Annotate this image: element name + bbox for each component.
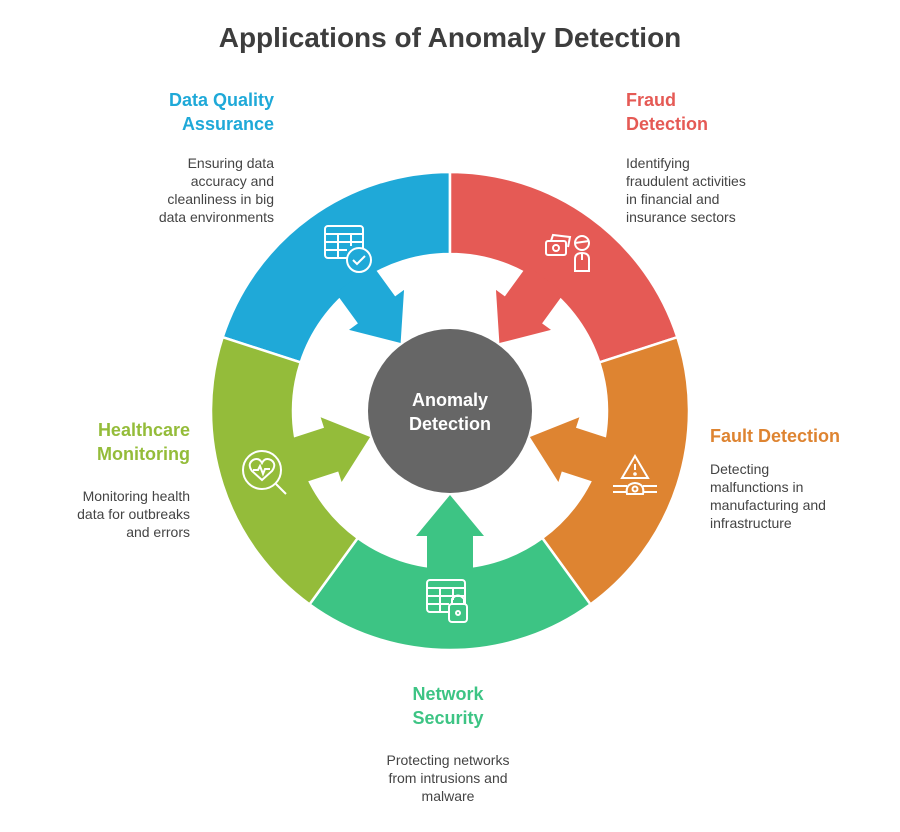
network-heading: Network Security bbox=[348, 682, 548, 730]
desc-line: Ensuring data bbox=[187, 155, 274, 171]
desc-line: Monitoring health bbox=[82, 488, 190, 504]
desc-line: infrastructure bbox=[710, 515, 792, 531]
desc-line: manufacturing and bbox=[710, 497, 826, 513]
money-person-icon bbox=[545, 233, 590, 272]
desc-line: data environments bbox=[158, 209, 274, 225]
heading-line: Fault Detection bbox=[710, 426, 841, 446]
data-quality-segment bbox=[221, 170, 452, 365]
fraud-segment bbox=[448, 170, 679, 365]
desc-line: and errors bbox=[126, 524, 190, 540]
fraud-heading: Fraud Detection bbox=[626, 88, 826, 136]
data-quality-description: Ensuring data accuracy and cleanliness i… bbox=[120, 154, 274, 226]
center-label: Anomaly Detection bbox=[380, 388, 520, 436]
fault-segment bbox=[540, 335, 691, 607]
heading-line: Fraud bbox=[626, 90, 677, 110]
heading-line: Assurance bbox=[181, 114, 274, 134]
fraud-arrow bbox=[495, 265, 565, 344]
desc-line: cleanliness in big bbox=[167, 191, 274, 207]
data-quality-heading: Data Quality Assurance bbox=[120, 88, 274, 136]
desc-line: accuracy and bbox=[190, 173, 274, 189]
fault-arrow bbox=[529, 417, 613, 484]
fault-description: Detecting malfunctions in manufacturing … bbox=[710, 460, 900, 532]
diagram-title: Applications of Anomaly Detection bbox=[218, 22, 682, 53]
desc-line: in financial and bbox=[626, 191, 720, 207]
healthcare-segment bbox=[209, 335, 360, 607]
desc-line: malware bbox=[421, 788, 475, 804]
healthcare-arrow bbox=[287, 417, 371, 484]
desc-line: from intrusions and bbox=[388, 770, 508, 786]
table-lock-icon bbox=[426, 579, 468, 623]
fraud-description: Identifying fraudulent activities in fin… bbox=[626, 154, 826, 226]
center-line-2: Detection bbox=[408, 414, 491, 434]
warning-pipe-icon bbox=[613, 454, 657, 495]
desc-line: fraudulent activities bbox=[626, 173, 746, 189]
table-check-icon bbox=[324, 225, 372, 273]
data-quality-arrow bbox=[335, 265, 405, 344]
heading-line: Security bbox=[412, 708, 484, 728]
heading-line: Monitoring bbox=[97, 444, 190, 464]
center-line-1: Anomaly bbox=[411, 390, 489, 410]
desc-line: malfunctions in bbox=[710, 479, 804, 495]
desc-line: insurance sectors bbox=[626, 209, 736, 225]
heart-search-icon bbox=[242, 450, 287, 495]
center-circle bbox=[368, 329, 532, 493]
desc-line: data for outbreaks bbox=[77, 506, 190, 522]
healthcare-heading: Healthcare Monitoring bbox=[40, 418, 190, 466]
fault-heading: Fault Detection bbox=[710, 424, 900, 448]
network-arrow bbox=[416, 495, 484, 574]
network-segment bbox=[307, 536, 593, 652]
desc-line: Identifying bbox=[626, 155, 690, 171]
heading-line: Network bbox=[412, 684, 484, 704]
desc-line: Detecting bbox=[710, 461, 770, 477]
network-description: Protecting networks from intrusions and … bbox=[348, 751, 548, 805]
heading-line: Detection bbox=[626, 114, 709, 134]
heading-line: Healthcare bbox=[97, 420, 190, 440]
healthcare-description: Monitoring health data for outbreaks and… bbox=[40, 487, 190, 541]
desc-line: Protecting networks bbox=[386, 752, 510, 768]
heading-line: Data Quality bbox=[168, 90, 274, 110]
